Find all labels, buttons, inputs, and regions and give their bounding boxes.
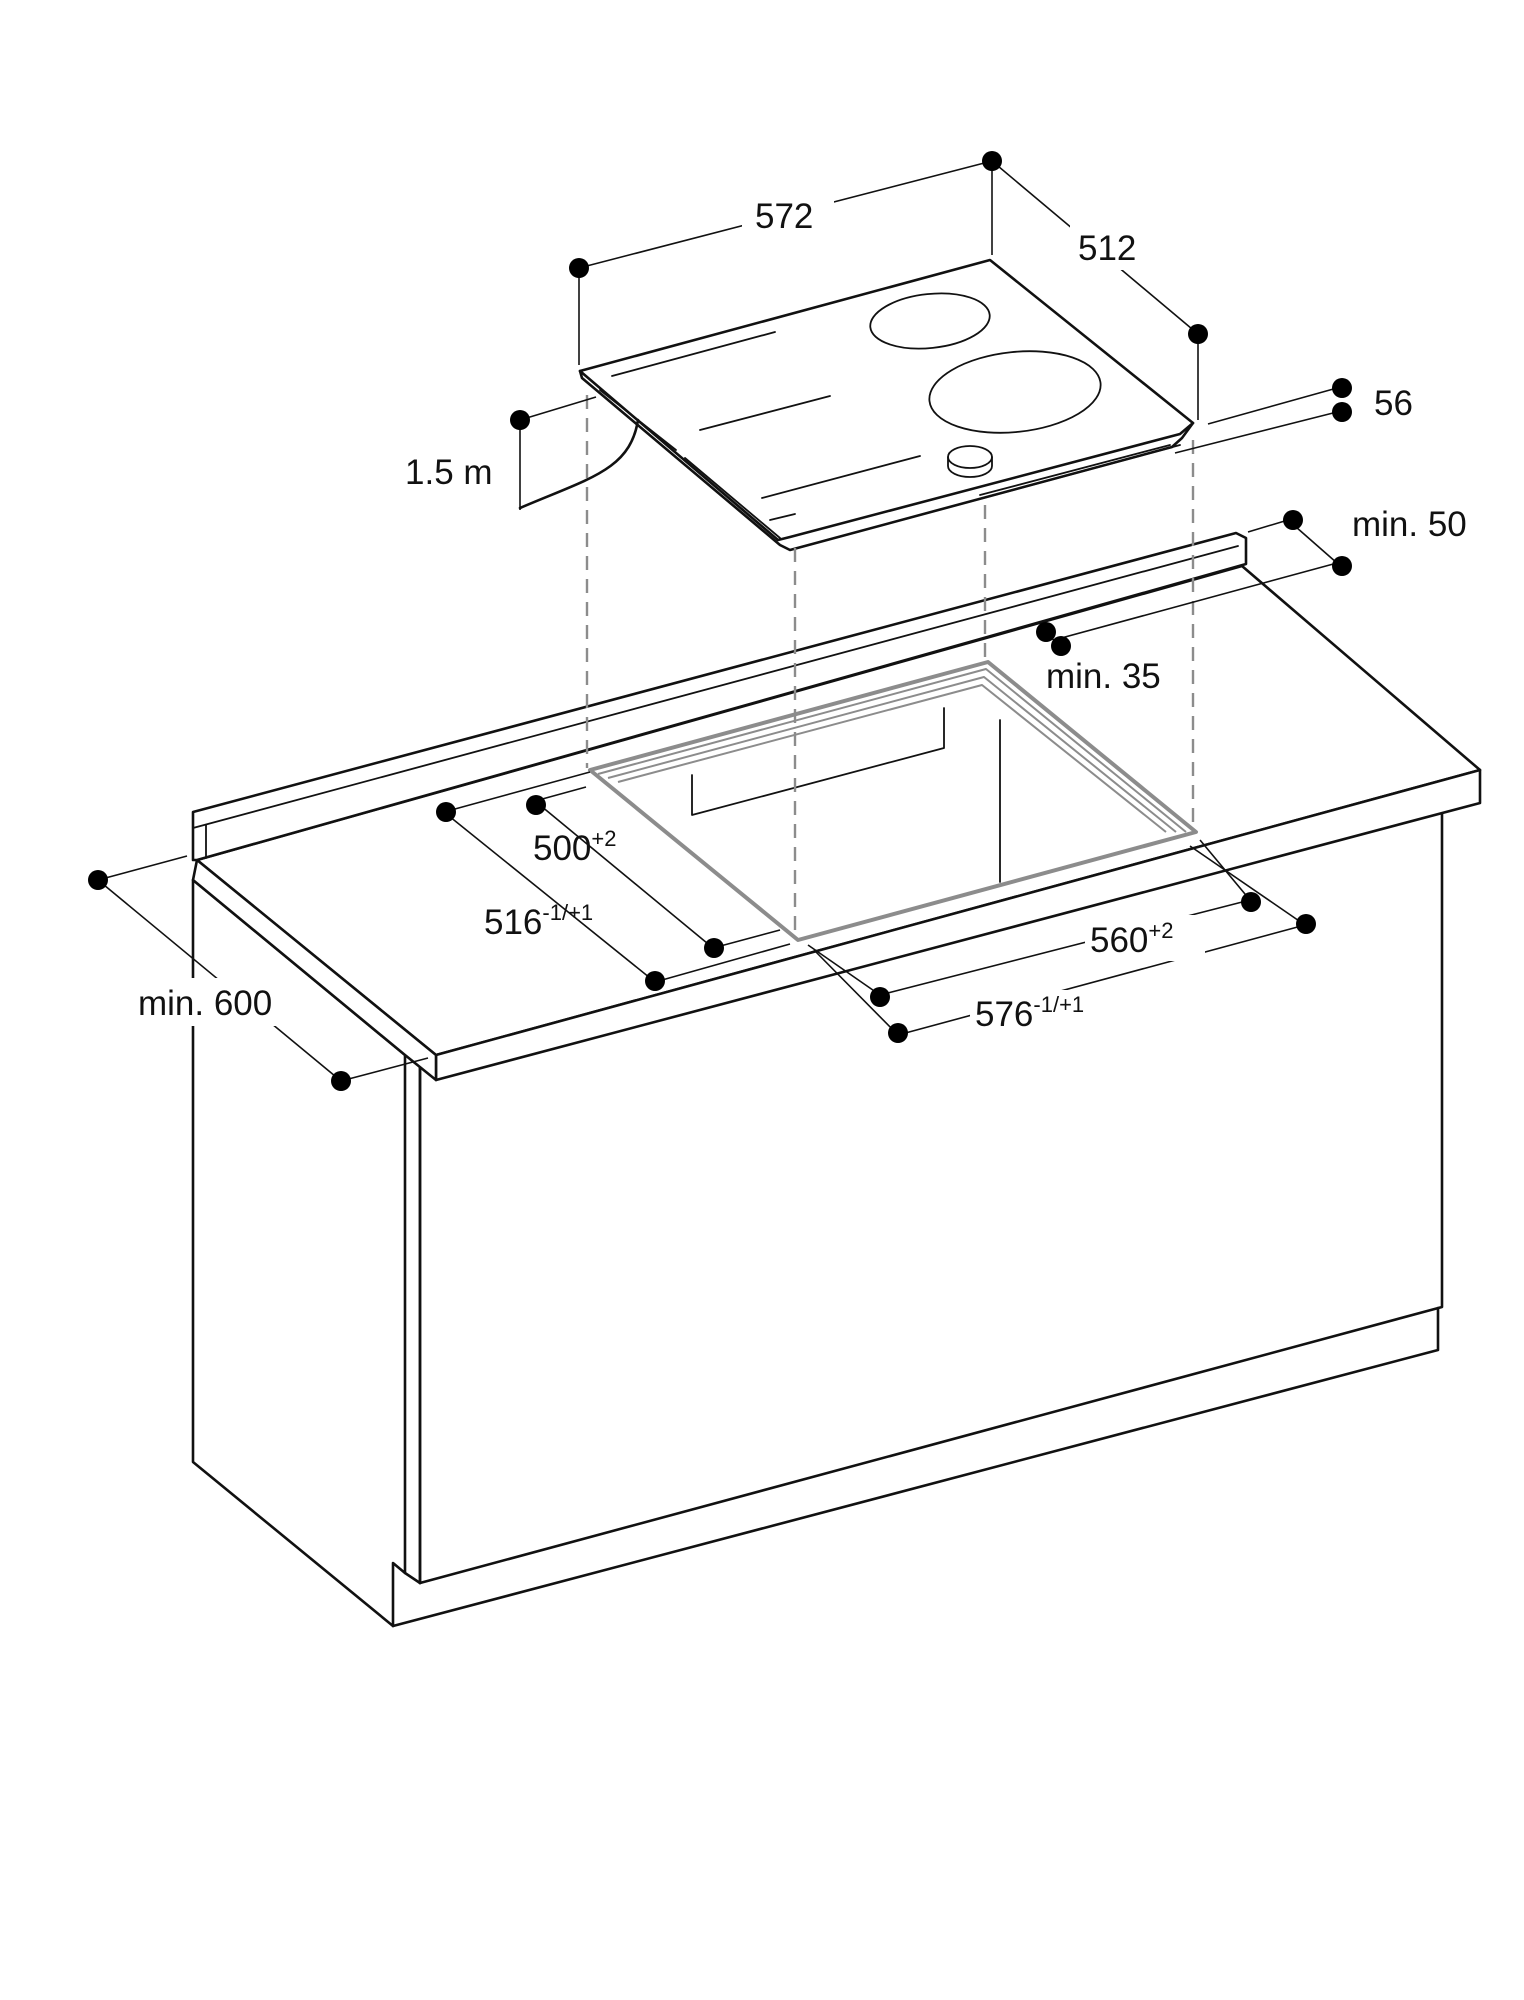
dot-min50-top: [1283, 510, 1303, 530]
dot-min35-bottom: [1051, 636, 1071, 656]
label-hob-height: 56: [1374, 384, 1413, 423]
control-knob-base: [947, 456, 993, 478]
cooking-zone-small: [869, 292, 991, 350]
dot-min50-bottom: [1332, 556, 1352, 576]
dot-512-front: [1188, 324, 1208, 344]
ext-600-front: [340, 1057, 429, 1082]
dot-56-top: [1332, 378, 1352, 398]
ext-min50-bottom: [1053, 562, 1338, 641]
dot-560-right: [1241, 892, 1261, 912]
hob-marking-front: [761, 455, 921, 499]
hob-under-edge: [789, 444, 1181, 551]
upstand-top-edge: [192, 545, 1239, 829]
label-hob-width: 572: [755, 197, 813, 236]
label-cutout-depth-value: 500: [533, 829, 591, 868]
label-cutout-depth: 500+2: [533, 826, 617, 868]
ext-cable-top: [519, 396, 597, 421]
cutout: [588, 660, 1198, 942]
dot-500-front: [704, 938, 724, 958]
label-bg-576: [970, 990, 1120, 1036]
worktop: [191, 531, 1482, 1082]
label-cutout-width-alt-value: 576: [975, 995, 1033, 1034]
label-bg-560: [1085, 915, 1205, 961]
dot-560-left: [870, 987, 890, 1007]
cutout-inner-rim-2: [607, 676, 1177, 833]
dot-576-left: [888, 1023, 908, 1043]
dimension-labels: 572 512 56 1.5 m min. 50 min. 35 500+2 5…: [130, 190, 1467, 1036]
label-cutout-width: 560+2: [1090, 918, 1174, 960]
dot-600-front: [331, 1071, 351, 1091]
power-cable: [518, 418, 640, 510]
label-bg-572: [742, 190, 834, 238]
cutout-rear-wall: [691, 707, 945, 816]
dim-line-516: [443, 811, 656, 983]
label-bg-512: [1070, 222, 1156, 270]
dot-56-bottom: [1332, 402, 1352, 422]
cabinet-plinth: [391, 1306, 1440, 1628]
label-cutout-width-value: 560: [1090, 921, 1148, 960]
ext-500-front: [712, 929, 781, 949]
dot-600-rear: [88, 870, 108, 890]
dot-572-right: [982, 151, 1002, 171]
hob-marking-mid: [699, 395, 831, 431]
label-cutout-depth-alt: 516-1/+1: [484, 900, 593, 942]
label-rear-clearance: min. 50: [1352, 505, 1467, 544]
ext-560-left: [807, 944, 881, 996]
label-cutout-depth-tolerance: +2: [591, 826, 616, 851]
dot-min35-top: [1036, 622, 1056, 642]
hob-glass-top: [578, 258, 1195, 542]
cooking-zone-large: [928, 350, 1102, 434]
dot-576-right: [1296, 914, 1316, 934]
ext-56-top: [1207, 387, 1338, 425]
hob-marking-rear: [611, 331, 776, 377]
dimension-dots: [88, 151, 1352, 1091]
dot-500-rear: [526, 795, 546, 815]
label-cutout-depth-alt-value: 516: [484, 903, 542, 942]
worktop-left-edge: [191, 858, 438, 1082]
label-cutout-width-tolerance: +2: [1148, 918, 1173, 943]
ext-576-right: [1189, 845, 1306, 926]
label-cutout-depth-alt-tolerance: -1/+1: [542, 900, 593, 925]
label-worktop-depth: min. 600: [138, 984, 272, 1023]
projection-lines: [585, 395, 1195, 930]
dim-line-576: [897, 924, 1306, 1036]
ext-56-bottom: [1174, 411, 1338, 454]
ext-516-rear: [443, 771, 591, 813]
ext-576-left: [813, 949, 899, 1036]
ext-min50-top: [1247, 519, 1289, 533]
dot-516-front: [645, 971, 665, 991]
dot-516-rear: [436, 802, 456, 822]
label-cutout-width-alt: 576-1/+1: [975, 992, 1084, 1034]
dot-572-left: [569, 258, 589, 278]
label-cutout-width-alt-tolerance: -1/+1: [1033, 992, 1084, 1017]
cutout-outline: [588, 660, 1198, 942]
ext-600-rear: [97, 855, 188, 881]
ext-516-front: [654, 943, 791, 983]
label-bg-600: [130, 978, 300, 1026]
label-cable-length: 1.5 m: [405, 453, 493, 492]
hob-logo: [769, 513, 796, 521]
dim-line-500: [534, 800, 714, 949]
cutout-inner-rim-1: [597, 668, 1187, 833]
hob: [518, 258, 1195, 552]
label-cutout-rear-margin: min. 35: [1046, 657, 1161, 696]
cutout-inner-rim-3: [617, 684, 1167, 833]
dot-cable: [510, 410, 530, 430]
label-hob-depth: 512: [1078, 229, 1136, 268]
